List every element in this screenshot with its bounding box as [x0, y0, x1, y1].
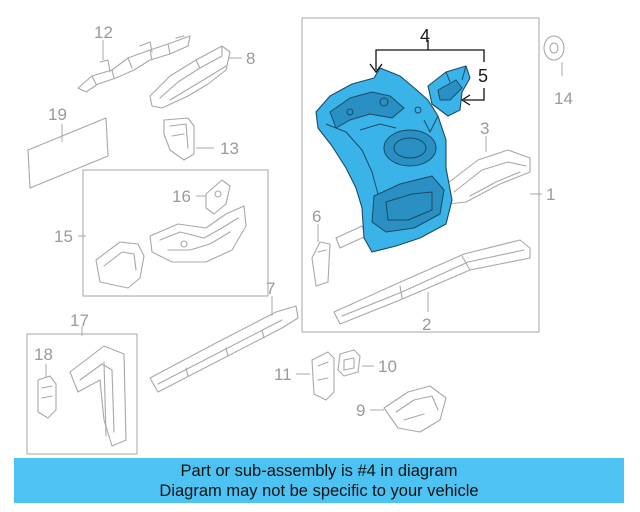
part-3[interactable]	[443, 149, 531, 205]
callout-2: 2	[422, 315, 431, 334]
part-13[interactable]	[163, 117, 195, 161]
callout-17: 17	[70, 311, 89, 330]
banner-line-1: Part or sub-assembly is #4 in diagram	[180, 462, 458, 480]
callout-16: 16	[172, 187, 191, 206]
callout-18: 18	[34, 345, 53, 364]
callout-7: 7	[266, 279, 275, 298]
callout-19: 19	[48, 105, 67, 124]
part-15-assembly[interactable]	[95, 205, 247, 289]
callout-12: 12	[94, 23, 113, 42]
callout-3: 3	[480, 119, 489, 138]
part-8[interactable]	[149, 45, 231, 109]
callout-6: 6	[312, 207, 321, 226]
callout-4: 4	[420, 26, 430, 46]
group-box-15	[82, 169, 269, 297]
callout-10: 10	[378, 357, 397, 376]
callout-11: 11	[274, 365, 292, 384]
callout-15: 15	[54, 227, 73, 246]
parts-diagram: 12 8 19 13 16 15 7	[26, 17, 573, 455]
part-18[interactable]	[37, 375, 57, 419]
part-11[interactable]	[311, 351, 335, 401]
part-17-pillar[interactable]	[69, 345, 127, 447]
part-14[interactable]	[543, 35, 565, 61]
part-16[interactable]	[205, 179, 231, 215]
part-12[interactable]	[77, 35, 191, 93]
callout-9: 9	[356, 401, 365, 420]
callout-1: 1	[546, 185, 555, 204]
info-banner: Part or sub-assembly is #4 in diagram Di…	[14, 458, 624, 503]
part-7[interactable]	[149, 305, 299, 393]
part-10[interactable]	[337, 349, 361, 377]
banner-line-2: Diagram may not be specific to your vehi…	[159, 482, 479, 500]
callout-5: 5	[478, 66, 488, 86]
callout-8: 8	[246, 49, 255, 68]
group-box-1	[301, 17, 540, 333]
part-19[interactable]	[27, 117, 109, 189]
part-9[interactable]	[383, 385, 447, 433]
callout-13: 13	[220, 139, 239, 158]
callout-14: 14	[554, 89, 573, 108]
part-5-highlighted[interactable]	[427, 65, 471, 117]
part-4-highlighted[interactable]	[315, 67, 453, 253]
part-2[interactable]	[333, 225, 531, 325]
part-6[interactable]	[311, 241, 331, 287]
